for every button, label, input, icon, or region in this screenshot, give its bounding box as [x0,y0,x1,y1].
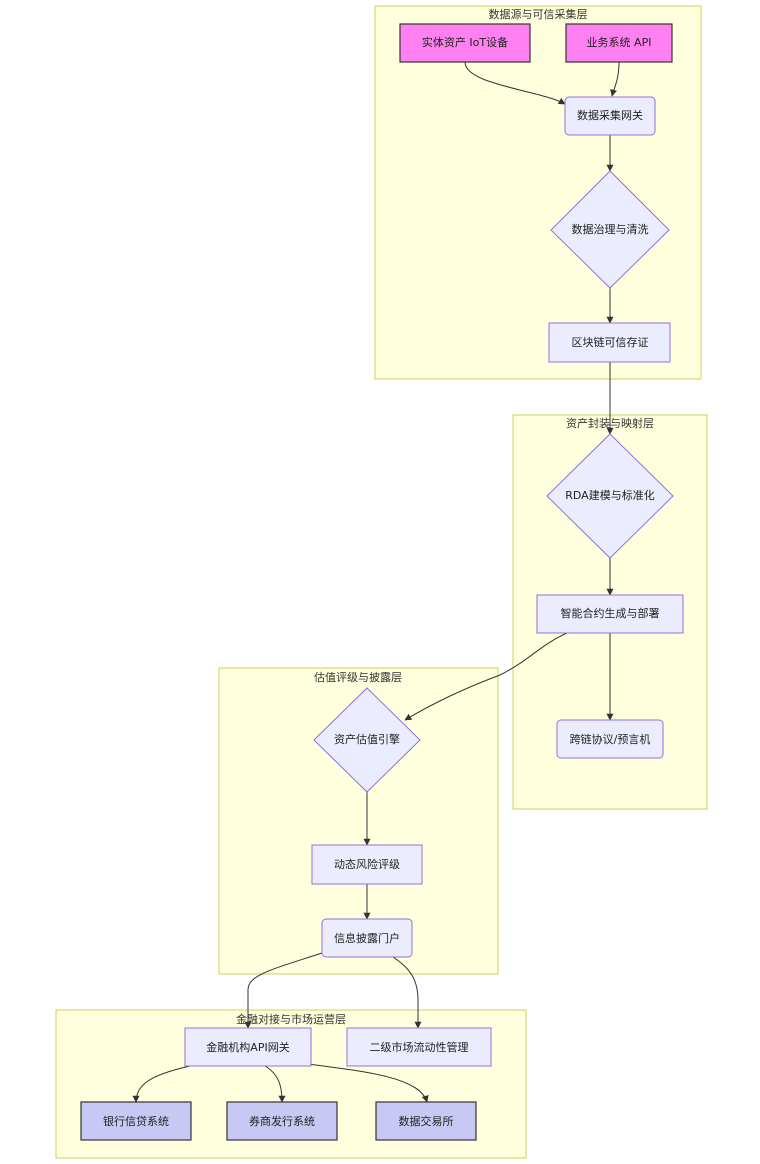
edge-finapi-exchange [307,1063,429,1103]
node-chain-label: 区块链可信存证 [572,335,649,349]
node-broker[interactable]: 券商发行系统 [226,1101,338,1141]
node-bank[interactable]: 银行信贷系统 [80,1101,192,1141]
node-oracle[interactable]: 跨链协议/预言机 [556,719,664,759]
node-exchange-label: 数据交易所 [399,1114,454,1128]
node-secondary[interactable]: 二级市场流动性管理 [346,1027,492,1067]
cluster-valuation-title: 估值评级与披露层 [314,670,402,684]
node-broker-label: 券商发行系统 [249,1114,315,1128]
edges [132,61,620,1103]
edge-finapi-bank [132,1065,191,1103]
cluster-finance-title: 金融对接与市场运营层 [236,1012,346,1026]
node-engine-label: 资产估值引擎 [334,732,400,746]
node-govern[interactable]: 数据治理与清洗 [550,170,670,289]
node-bizapi-label: 业务系统 API [587,36,652,49]
node-chain[interactable]: 区块链可信存证 [548,322,671,363]
edge-iot-gateway [464,61,566,105]
node-engine[interactable]: 资产估值引擎 [313,687,421,793]
node-risk[interactable]: 动态风险评级 [311,844,423,885]
node-gateway-label: 数据采集网关 [577,108,643,122]
edge-portal-finapi [244,952,323,1029]
node-exchange[interactable]: 数据交易所 [375,1101,477,1141]
node-contract-label: 智能合约生成与部署 [561,606,660,620]
node-secondary-label: 二级市场流动性管理 [370,1040,469,1054]
cluster-source-title: 数据源与可信采集层 [489,7,588,21]
node-iot-label: 实体资产 IoT设备 [422,35,508,49]
node-risk-label: 动态风险评级 [334,857,400,871]
node-rda[interactable]: RDA建模与标准化 [546,433,674,559]
node-contract[interactable]: 智能合约生成与部署 [536,594,684,634]
edge-portal-secondary [392,956,422,1029]
edge-finapi-broker [264,1065,286,1103]
node-iot[interactable]: 实体资产 IoT设备 [399,23,531,63]
cluster-source: 数据源与可信采集层 [374,5,702,380]
edge-bizapi-gateway [610,61,620,97]
node-gateway[interactable]: 数据采集网关 [564,96,656,136]
node-portal[interactable]: 信息披露门户 [321,918,413,958]
node-bizapi[interactable]: 业务系统 API [565,23,673,63]
node-rda-label: RDA建模与标准化 [565,488,654,502]
node-finapi-label: 金融机构API网关 [206,1040,289,1054]
node-govern-label: 数据治理与清洗 [572,222,649,236]
node-finapi[interactable]: 金融机构API网关 [184,1027,312,1067]
node-bank-label: 银行信贷系统 [103,1114,169,1128]
node-portal-label: 信息披露门户 [334,931,400,945]
edge-contract-engine [404,632,568,721]
node-oracle-label: 跨链协议/预言机 [570,732,651,746]
